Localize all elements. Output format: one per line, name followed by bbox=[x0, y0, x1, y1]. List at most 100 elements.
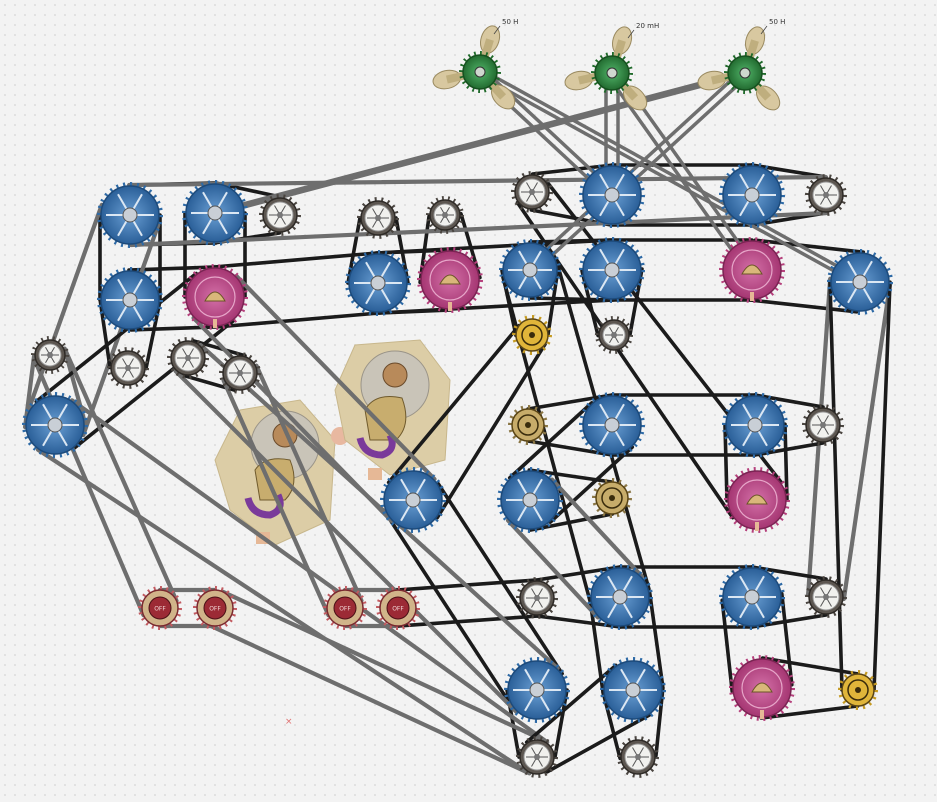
gear-m2[interactable] bbox=[417, 247, 483, 313]
gear-r2[interactable]: OFF bbox=[193, 586, 237, 630]
gear-b4[interactable] bbox=[22, 392, 88, 458]
belt[interactable] bbox=[254, 363, 364, 603]
belt[interactable] bbox=[753, 393, 825, 409]
belt[interactable] bbox=[753, 238, 866, 254]
gear-y2[interactable] bbox=[508, 405, 548, 445]
belt[interactable] bbox=[750, 565, 828, 581]
gear-s6[interactable] bbox=[357, 197, 399, 239]
gear-y1[interactable] bbox=[512, 315, 552, 355]
belt[interactable] bbox=[191, 338, 247, 358]
gear-b2[interactable] bbox=[182, 180, 248, 246]
belt[interactable] bbox=[127, 174, 828, 188]
gear-s1[interactable] bbox=[259, 194, 301, 236]
gear-r3[interactable]: OFF bbox=[323, 586, 367, 630]
gear-b1[interactable] bbox=[97, 182, 163, 248]
gear-b3[interactable] bbox=[97, 267, 163, 333]
belt[interactable] bbox=[219, 71, 753, 215]
belt[interactable] bbox=[22, 354, 37, 430]
gear-s12[interactable] bbox=[516, 577, 558, 619]
gear-b8[interactable] bbox=[579, 237, 645, 303]
belt[interactable] bbox=[524, 663, 618, 745]
belt[interactable] bbox=[69, 398, 550, 745]
gear-s10[interactable] bbox=[805, 174, 847, 216]
belt[interactable] bbox=[34, 271, 199, 404]
gear-m5[interactable] bbox=[729, 655, 795, 721]
belt[interactable] bbox=[62, 346, 179, 603]
belt[interactable] bbox=[221, 378, 331, 618]
gear-b10[interactable] bbox=[827, 249, 893, 315]
gear-s15[interactable] bbox=[617, 736, 659, 778]
belt[interactable] bbox=[346, 216, 362, 285]
belt[interactable] bbox=[191, 315, 394, 524]
belt[interactable] bbox=[534, 565, 622, 582]
belt[interactable] bbox=[647, 591, 665, 688]
belt[interactable] bbox=[505, 688, 521, 759]
belt[interactable] bbox=[220, 589, 547, 743]
belt[interactable] bbox=[377, 298, 616, 315]
gear-m4[interactable] bbox=[724, 467, 790, 533]
gear-b7[interactable] bbox=[579, 162, 645, 228]
belt[interactable] bbox=[98, 297, 112, 370]
belt[interactable] bbox=[783, 422, 789, 502]
gear-y4[interactable] bbox=[838, 670, 878, 710]
gear-b9[interactable] bbox=[719, 162, 785, 228]
gear-s3[interactable] bbox=[107, 347, 149, 389]
belt[interactable] bbox=[545, 712, 652, 774]
belt[interactable] bbox=[24, 202, 104, 418]
belt[interactable] bbox=[374, 238, 613, 255]
belt[interactable] bbox=[549, 477, 645, 579]
inductor-2[interactable]: 20 mH bbox=[563, 22, 659, 114]
gear-m3[interactable] bbox=[719, 237, 785, 303]
belt[interactable] bbox=[750, 163, 828, 179]
gear-r1[interactable]: OFF bbox=[138, 586, 182, 630]
belt[interactable] bbox=[535, 614, 623, 629]
gear-b5[interactable] bbox=[345, 250, 411, 316]
belt[interactable] bbox=[173, 368, 519, 714]
belt[interactable] bbox=[484, 70, 868, 284]
belt[interactable] bbox=[397, 614, 541, 628]
belt[interactable] bbox=[386, 514, 514, 709]
gear-b15[interactable] bbox=[587, 564, 653, 630]
belt[interactable] bbox=[215, 311, 383, 329]
gear-s7[interactable] bbox=[426, 196, 464, 234]
gear-s13[interactable] bbox=[805, 576, 847, 618]
inductor-3[interactable]: 50 H bbox=[696, 18, 785, 114]
gear-b16[interactable] bbox=[719, 564, 785, 630]
gear-b13[interactable] bbox=[497, 467, 563, 533]
belt[interactable] bbox=[746, 298, 859, 314]
belt[interactable] bbox=[601, 690, 622, 761]
gear-b14[interactable] bbox=[380, 467, 446, 533]
belt[interactable] bbox=[654, 685, 665, 758]
belt[interactable] bbox=[780, 591, 794, 687]
gear-y3[interactable] bbox=[592, 478, 632, 518]
gear-b6[interactable] bbox=[499, 239, 561, 301]
gear-s5[interactable] bbox=[219, 352, 261, 394]
gear-b18[interactable] bbox=[600, 657, 666, 723]
capacitor-right[interactable] bbox=[334, 339, 451, 480]
gear-b11[interactable] bbox=[579, 392, 645, 458]
belt[interactable] bbox=[526, 393, 614, 411]
gear-r4[interactable]: OFF bbox=[376, 586, 420, 630]
belt[interactable] bbox=[872, 280, 892, 692]
belt[interactable] bbox=[505, 518, 601, 620]
gear-b17[interactable] bbox=[504, 657, 570, 723]
belt[interactable] bbox=[234, 273, 437, 482]
belt[interactable] bbox=[144, 299, 162, 371]
inductor-1[interactable]: 50 H bbox=[431, 18, 519, 113]
belt[interactable] bbox=[553, 688, 569, 759]
gear-s14[interactable] bbox=[516, 736, 558, 778]
belt[interactable] bbox=[210, 251, 378, 269]
gear-s9[interactable] bbox=[595, 316, 633, 354]
belt[interactable] bbox=[35, 447, 529, 774]
belt[interactable] bbox=[528, 512, 615, 532]
belt[interactable] bbox=[207, 71, 741, 215]
belt[interactable] bbox=[534, 71, 753, 272]
belt[interactable] bbox=[507, 401, 594, 480]
gear-s8[interactable] bbox=[511, 171, 553, 213]
belt[interactable] bbox=[472, 70, 856, 284]
gear-b12[interactable] bbox=[722, 392, 788, 458]
belt[interactable] bbox=[720, 598, 734, 694]
belt[interactable] bbox=[828, 280, 844, 692]
belt[interactable] bbox=[436, 481, 564, 676]
